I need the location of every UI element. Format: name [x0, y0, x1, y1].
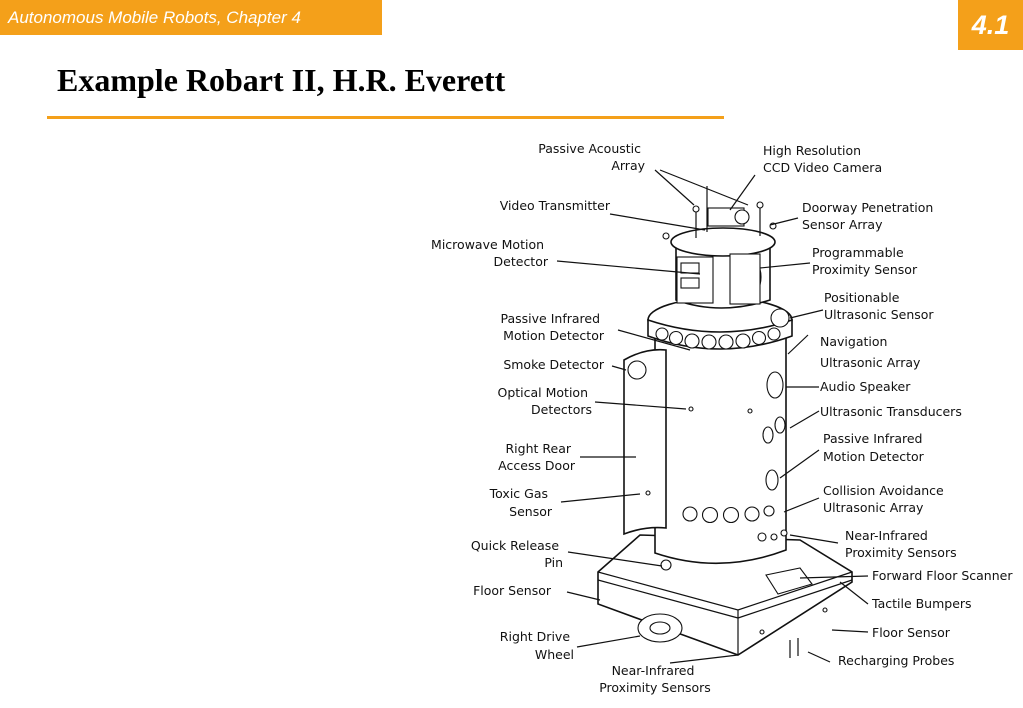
- leader-lines: [556, 169, 869, 664]
- label-audio-speaker: Audio Speaker: [820, 379, 911, 394]
- label-navigation-array: Navigation Ultrasonic Array: [820, 334, 921, 370]
- label-video-transmitter: Video Transmitter: [500, 198, 611, 213]
- label-positionable-ultrasonic: Positionable Ultrasonic Sensor: [824, 290, 934, 322]
- label-recharging-probes: Recharging Probes: [838, 653, 954, 668]
- label-tactile-bumpers: Tactile Bumpers: [871, 596, 972, 611]
- label-right-drive-wheel: Right Drive Wheel: [500, 629, 574, 662]
- label-passive-acoustic-array: Passive Acoustic Array: [538, 141, 645, 173]
- label-quick-release: Quick Release Pin: [471, 538, 563, 570]
- label-floor-sensor-left: Floor Sensor: [473, 583, 552, 598]
- slide-number: 4.1: [958, 0, 1023, 50]
- label-forward-floor-scanner: Forward Floor Scanner: [872, 568, 1013, 583]
- label-collision-avoidance: Collision Avoidance Ultrasonic Array: [823, 483, 948, 515]
- label-microwave-detector: Microwave Motion Detector: [431, 237, 549, 269]
- label-right-rear-door: Right Rear Access Door: [498, 441, 576, 473]
- label-near-ir-bottom: Near-Infrared Proximity Sensors: [599, 663, 711, 695]
- slide-title: Example Robart II, H.R. Everett: [57, 62, 506, 98]
- label-high-res-camera: High Resolution CCD Video Camera: [763, 143, 882, 175]
- course-header: Autonomous Mobile Robots, Chapter 4: [0, 0, 382, 35]
- label-smoke-detector: Smoke Detector: [503, 357, 605, 372]
- label-passive-ir-front: Passive Infrared Motion Detector: [823, 431, 926, 464]
- label-passive-ir-top: Passive Infrared Motion Detector: [501, 311, 605, 343]
- label-ultrasonic-transducers: Ultrasonic Transducers: [820, 404, 962, 419]
- label-toxic-gas: Toxic Gas Sensor: [489, 486, 553, 519]
- robot-illustration: [597, 186, 853, 658]
- label-optical-motion: Optical Motion Detectors: [498, 385, 593, 417]
- title-underline: [47, 116, 724, 119]
- navigation-ring-sensors: [655, 327, 781, 350]
- label-doorway-sensor: Doorway Penetration Sensor Array: [802, 200, 937, 232]
- label-programmable-proximity: Programmable Proximity Sensor: [812, 245, 918, 277]
- label-floor-sensor-right: Floor Sensor: [872, 625, 951, 640]
- label-near-ir-right: Near-Infrared Proximity Sensors: [845, 528, 957, 560]
